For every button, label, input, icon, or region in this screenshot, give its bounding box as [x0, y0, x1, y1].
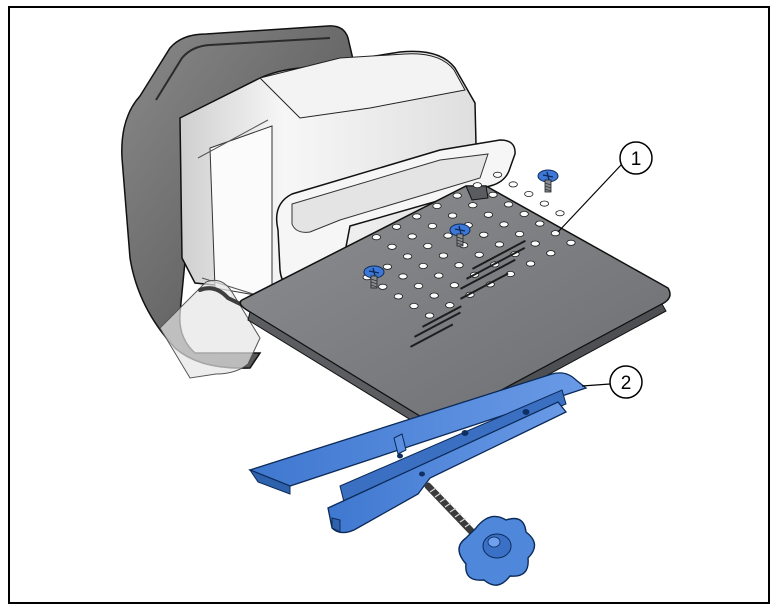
plate-hole [488, 191, 498, 198]
plate-hole [530, 240, 540, 247]
assembly-diagram: 1 2 [121, 25, 671, 586]
clamp-web [339, 389, 567, 503]
clamp-hole [461, 430, 469, 436]
plate-hole [546, 250, 556, 257]
clamp-hole [522, 409, 530, 415]
plate-hole [429, 292, 439, 299]
plate-hole [503, 201, 514, 208]
plate-hole [499, 221, 509, 228]
clamp-pin [393, 433, 407, 455]
housing-top-face [259, 53, 466, 119]
plate-hole [525, 260, 536, 267]
housing-back-rim [155, 37, 331, 101]
screw [449, 223, 471, 247]
plate-hole [391, 223, 402, 230]
plate-hole [468, 202, 478, 209]
plate-hole [472, 182, 482, 189]
plate-hole [424, 312, 435, 319]
plate-hole [535, 220, 545, 227]
connector-face [291, 153, 489, 233]
side-rod [198, 286, 312, 340]
clamp-jaw-tip [331, 517, 341, 533]
callout-1: 1 [557, 141, 653, 233]
clamp-hole [419, 471, 425, 477]
plate-hole [474, 251, 484, 258]
plate-hole [434, 272, 444, 279]
callout-circle-2 [609, 365, 643, 399]
plate-hole [449, 282, 459, 289]
leader-line-1 [557, 163, 623, 233]
plate-hole [413, 282, 424, 289]
plate-hole [539, 200, 550, 207]
knob-center [487, 536, 501, 548]
plate-hole [494, 241, 504, 248]
plate-hole [452, 192, 462, 199]
plate-hole [371, 234, 381, 241]
plate-hole [483, 211, 493, 218]
housing-front-panel [209, 125, 273, 299]
clamp-upper-bar [248, 372, 588, 487]
plate-hole [427, 222, 437, 229]
screws [363, 169, 559, 289]
plate-hole [445, 302, 455, 309]
plate-hole [418, 262, 428, 269]
plate-hole [378, 283, 388, 290]
plate-hole [423, 242, 433, 249]
plate-hole [443, 232, 453, 239]
plate-hole [454, 262, 464, 269]
plate-hole [402, 253, 413, 260]
plate-hole [519, 210, 529, 217]
plate-hole [393, 293, 403, 300]
plate-hole [555, 210, 565, 217]
clamp-hole [397, 453, 403, 459]
plate-hole [524, 190, 534, 197]
plate-hole [407, 233, 417, 240]
callout-2: 2 [581, 365, 643, 399]
plate-hole [382, 263, 392, 270]
clamp-upper-lip [248, 468, 291, 495]
plate-hole [432, 202, 442, 209]
callout-number-1: 1 [631, 149, 642, 170]
plate-hole [447, 212, 458, 219]
plate-hole [514, 230, 525, 237]
screw [363, 265, 385, 289]
plate-hole [479, 231, 489, 238]
translucent-side-piece [159, 279, 261, 379]
threaded-rod [424, 482, 476, 536]
plate-hole [412, 213, 422, 220]
plate-engraving [410, 239, 526, 348]
plate-hole [438, 252, 448, 259]
plate-hole-grid [362, 171, 576, 319]
plate-hole [508, 181, 518, 188]
screw [537, 169, 559, 193]
plate-hole [566, 239, 576, 246]
plate-hole [387, 243, 397, 250]
plate-hole [398, 273, 408, 280]
leader-line-2 [581, 383, 611, 387]
callout-number-2: 2 [621, 373, 632, 394]
housing-back-shell [121, 25, 356, 369]
table-clamp [248, 372, 588, 586]
plate-hole [550, 230, 561, 237]
figure-frame: 1 2 [8, 6, 770, 604]
plate-hole [409, 302, 419, 309]
plate-hole [492, 171, 503, 178]
callout-circle-1 [619, 141, 653, 175]
